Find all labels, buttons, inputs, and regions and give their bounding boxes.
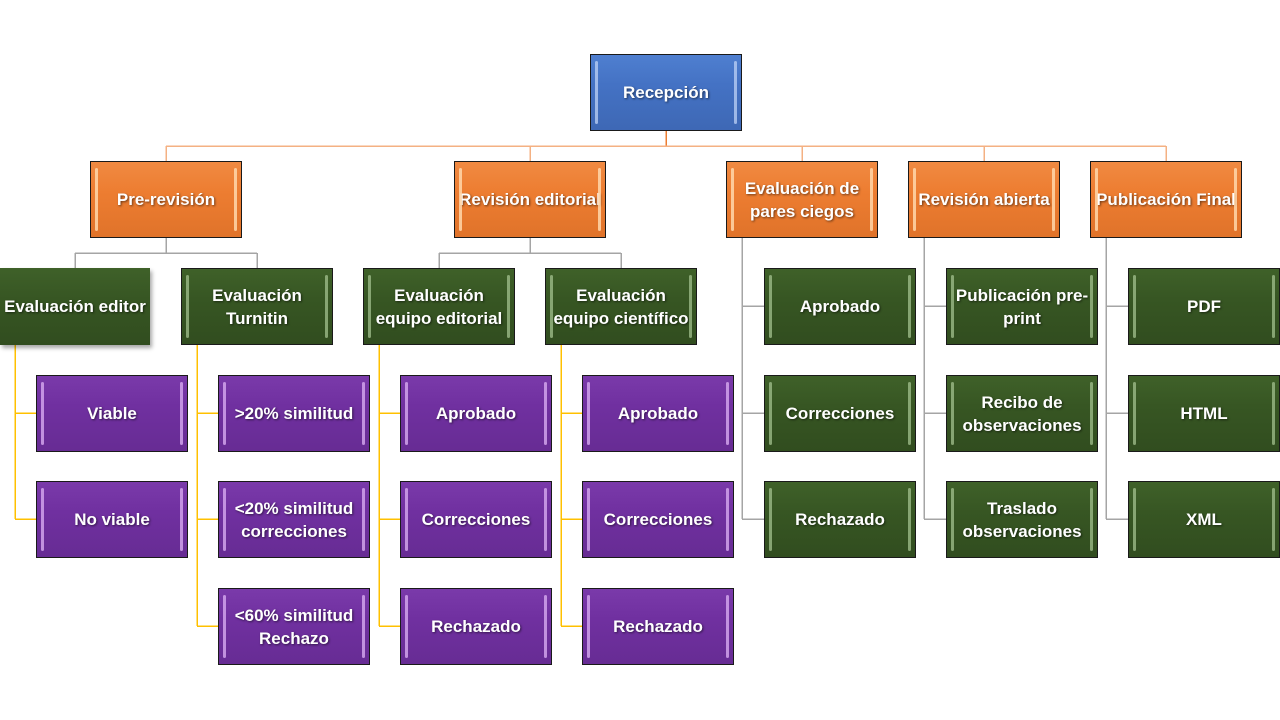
node-evaluacion-turnitin[interactable]: Evaluación Turnitin <box>181 268 333 345</box>
node-pares-aprobado[interactable]: Aprobado <box>764 268 916 345</box>
node-evaluacion-editor[interactable]: Evaluación editor <box>0 268 150 345</box>
outcome-turnitin-1[interactable]: >20% similitud <box>218 375 370 452</box>
outcome-cientifico-aprobado[interactable]: Aprobado <box>582 375 734 452</box>
node-pares-rechazado[interactable]: Rechazado <box>764 481 916 558</box>
root-connectors <box>165 131 1167 161</box>
level1-connectors <box>74 238 1128 520</box>
node-html[interactable]: HTML <box>1128 375 1280 452</box>
stage-revision-editorial[interactable]: Revisión editorial <box>454 161 606 238</box>
node-publicacion-preprint[interactable]: Publicación pre-print <box>946 268 1098 345</box>
outcome-editorial-rechazado[interactable]: Rechazado <box>400 588 552 665</box>
outcome-turnitin-2[interactable]: <20% similitud correcciones <box>218 481 370 558</box>
stage-pre-revision[interactable]: Pre-revisión <box>90 161 242 238</box>
level2-connectors <box>14 345 582 627</box>
outcome-cientifico-correcciones[interactable]: Correcciones <box>582 481 734 558</box>
node-xml[interactable]: XML <box>1128 481 1280 558</box>
outcome-editorial-correcciones[interactable]: Correcciones <box>400 481 552 558</box>
node-evaluacion-equipo-cientifico[interactable]: Evaluación equipo científico <box>545 268 697 345</box>
stage-publicacion-final[interactable]: Publicación Final <box>1090 161 1242 238</box>
stage-pares-ciegos[interactable]: Evaluación de pares ciegos <box>726 161 878 238</box>
outcome-turnitin-3[interactable]: <60% similitud Rechazo <box>218 588 370 665</box>
node-recepcion[interactable]: Recepción <box>590 54 742 131</box>
outcome-editorial-aprobado[interactable]: Aprobado <box>400 375 552 452</box>
outcome-no-viable[interactable]: No viable <box>36 481 188 558</box>
outcome-viable[interactable]: Viable <box>36 375 188 452</box>
node-traslado-observaciones[interactable]: Traslado observaciones <box>946 481 1098 558</box>
stage-revision-abierta[interactable]: Revisión abierta <box>908 161 1060 238</box>
node-pdf[interactable]: PDF <box>1128 268 1280 345</box>
node-recibo-observaciones[interactable]: Recibo de observaciones <box>946 375 1098 452</box>
node-evaluacion-equipo-editorial[interactable]: Evaluación equipo editorial <box>363 268 515 345</box>
node-pares-correcciones[interactable]: Correcciones <box>764 375 916 452</box>
outcome-cientifico-rechazado[interactable]: Rechazado <box>582 588 734 665</box>
